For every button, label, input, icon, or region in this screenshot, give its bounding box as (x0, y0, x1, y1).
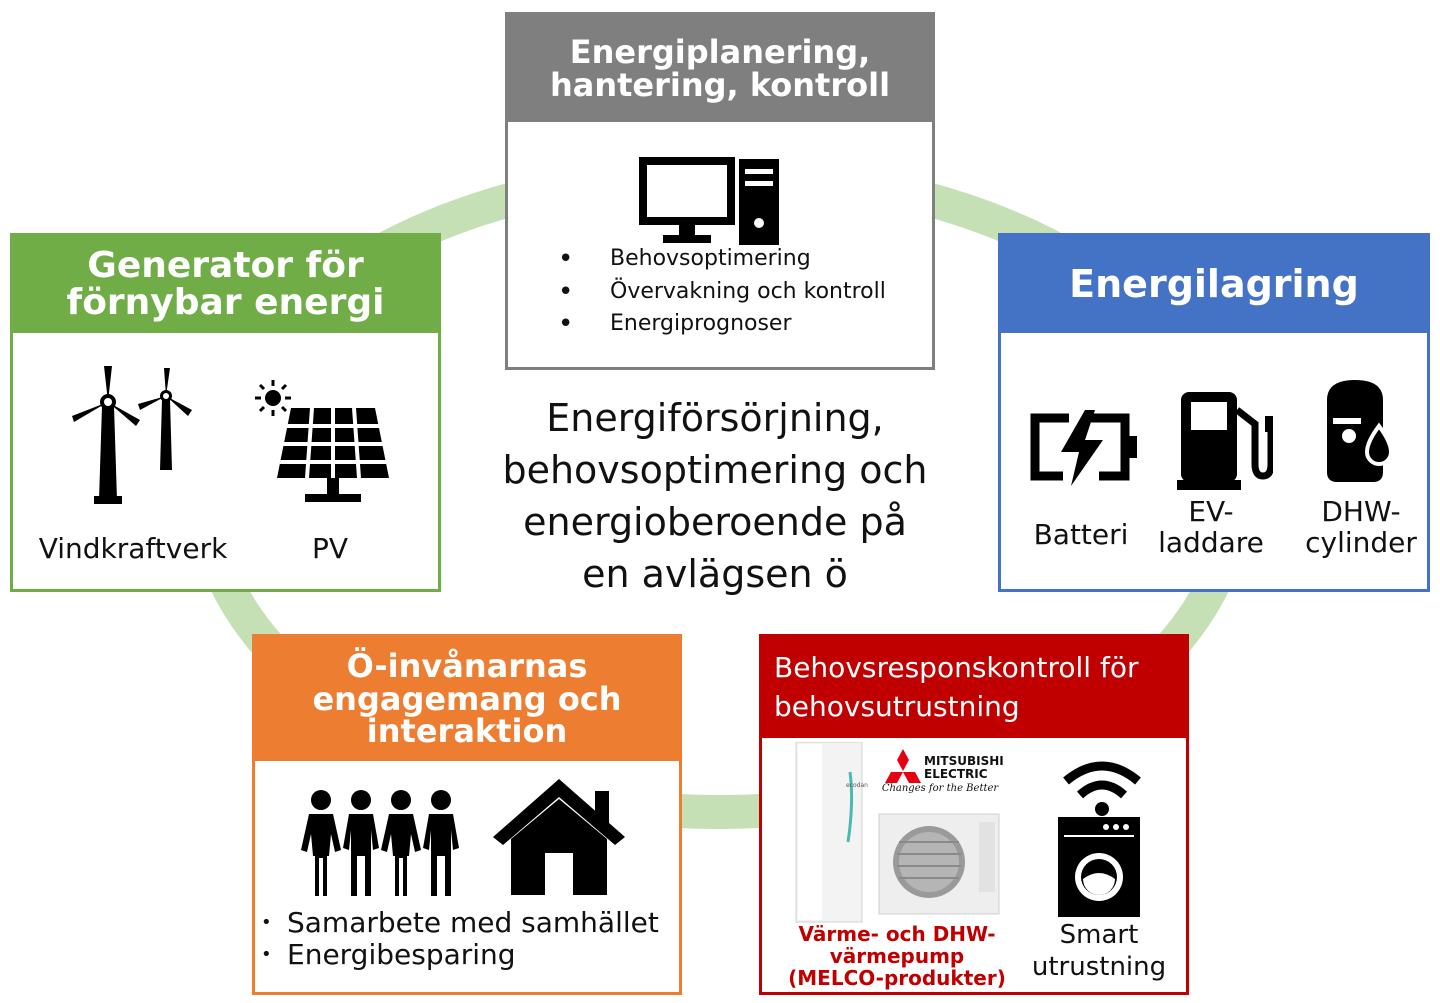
list-item: Behovsoptimering (548, 243, 886, 276)
storage-title: Energilagring (1001, 236, 1427, 333)
solar-panel-icon (255, 380, 389, 502)
demand-response-box: Behovsresponskontroll för behovsutrustni… (759, 634, 1189, 995)
heat-pump-caption: Värme- och DHW- värmepump (MELCO-produkt… (788, 922, 1006, 990)
planning-bullets: Behovsoptimering Övervakning och kontrol… (548, 243, 886, 341)
planning-title: Energiplanering, hantering, kontroll (508, 15, 932, 122)
list-item: Energiprognoser (548, 308, 886, 341)
list-item: Energibesparing (259, 939, 659, 972)
ev-charger-icon (1177, 392, 1273, 490)
computer-icon (639, 157, 779, 245)
wifi-icon (1063, 761, 1141, 816)
water-cylinder-icon (1327, 380, 1394, 482)
people-icon (301, 790, 459, 896)
generator-box: Generator för förnybar energi (10, 233, 441, 592)
pv-label: PV (311, 532, 349, 565)
residents-bullets: Samarbete med samhället Energibesparing (259, 907, 659, 972)
washing-machine-icon (1058, 817, 1140, 917)
smart-equipment-label: Smart utrustning (1031, 920, 1167, 982)
center-caption: Energiförsörjning, behovsoptimering och … (502, 396, 928, 596)
ev-charger-label: EV- laddare (1158, 495, 1264, 559)
house-icon (493, 779, 625, 895)
ecodan-label: ecodan (846, 782, 868, 789)
heat-pump-icon (795, 742, 1000, 923)
brand-name: MITSUBISHI ELECTRIC (924, 754, 1004, 781)
mitsubishi-logo-icon (885, 749, 921, 783)
list-item: Övervakning och kontroll (548, 276, 886, 309)
residents-box: Ö-invånarnas engagemang och interaktion … (252, 634, 682, 995)
list-item: Samarbete med samhället (259, 907, 659, 940)
wind-turbine-label: Vindkraftverk (38, 532, 228, 565)
battery-icon (1030, 410, 1137, 486)
generator-title: Generator för förnybar energi (13, 236, 438, 333)
planning-box: Energiplanering, hantering, kontroll Beh… (505, 12, 935, 370)
dhw-cylinder-label: DHW- cylinder (1305, 495, 1417, 559)
brand-tagline: Changes for the Better (881, 783, 999, 794)
battery-label: Batteri (1033, 518, 1129, 551)
wind-turbine-icon (72, 366, 192, 504)
storage-box: Energilagring Batteri EV- laddare DHW- c… (998, 233, 1430, 592)
demand-response-title: Behovsresponskontroll för behovsutrustni… (762, 637, 1186, 738)
residents-title: Ö-invånarnas engagemang och interaktion (255, 637, 679, 761)
